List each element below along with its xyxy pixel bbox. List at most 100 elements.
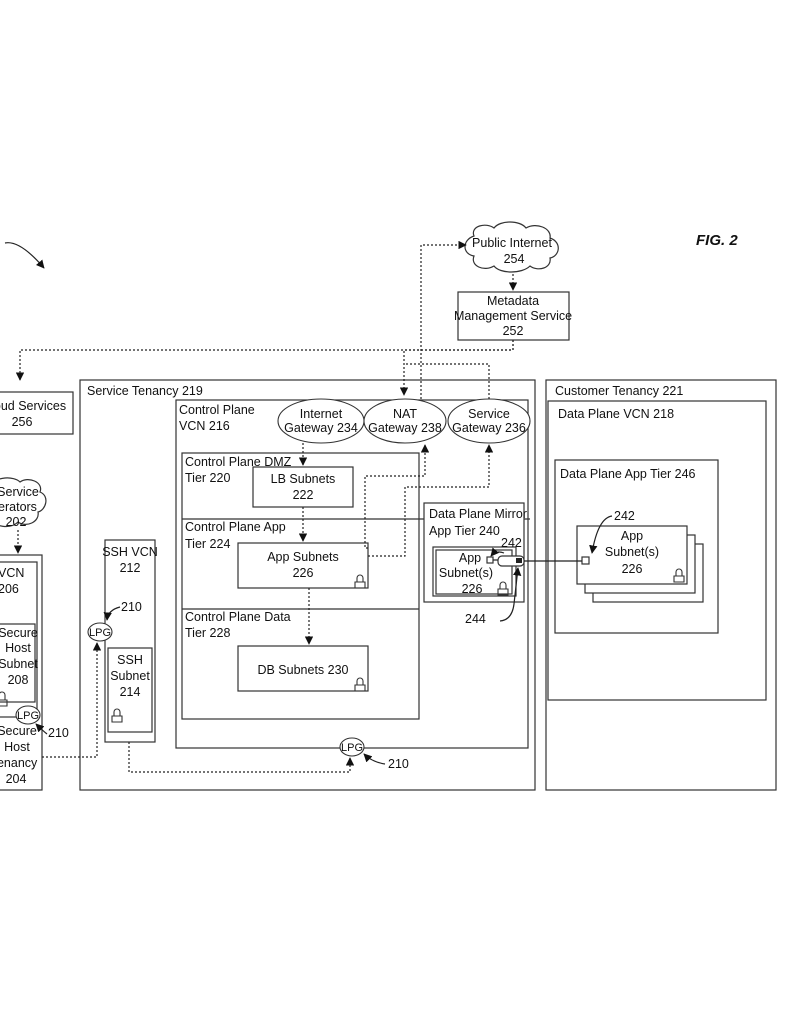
lock-icon xyxy=(0,691,8,707)
ref-244-label: 244 xyxy=(465,612,486,626)
mirror-subnet-line1: App xyxy=(459,551,481,565)
app-tier-line2: Tier 224 xyxy=(185,537,230,551)
lb-subnets-label: LB Subnets xyxy=(271,472,336,486)
app-subnets-ref: 226 xyxy=(293,566,314,580)
connector-metadata-nat xyxy=(399,340,514,396)
service-operators-ref: 202 xyxy=(6,515,27,529)
lpg-ref-arrow xyxy=(103,606,121,621)
connector-app-service-gateway xyxy=(368,444,494,557)
data-tier-line2: Tier 228 xyxy=(185,626,230,640)
db-subnets-label: DB Subnets 230 xyxy=(257,663,348,677)
ssh-subnet-line2: Subnet xyxy=(110,669,150,683)
lock-icon xyxy=(354,574,366,589)
ssh-lpg: LPG xyxy=(87,622,113,642)
lock-icon xyxy=(497,581,509,596)
ssh-subnet-ref: 214 xyxy=(120,685,141,699)
dmz-tier-line2: Tier 220 xyxy=(185,471,230,485)
cloud-services-ref: 256 xyxy=(12,415,33,429)
ref-242-label: 242 xyxy=(501,536,522,550)
lock-icon xyxy=(673,568,685,583)
ref-242-label: 242 xyxy=(614,509,635,523)
mirror-vnic-square xyxy=(486,556,494,564)
data-plane-app-tier-box xyxy=(554,459,719,634)
service-operators-line2: perators xyxy=(0,500,37,514)
cloud-services-box: oud Services 256 xyxy=(0,391,74,435)
service-tenancy-title: Service Tenancy 219 xyxy=(87,384,203,398)
dp-subnet-ref: 226 xyxy=(622,562,643,576)
secure-host-tenancy: VCN 206 Secure Host Subnet 208 Secure Ho… xyxy=(0,554,43,791)
control-plane-vcn-line2: VCN 216 xyxy=(179,419,230,433)
gateway-line1: Service xyxy=(468,407,510,421)
control-plane-vcn-line1: Control Plane xyxy=(179,403,255,417)
lpg-ref-arrow xyxy=(35,723,48,735)
secure-host-subnet-box xyxy=(0,623,36,703)
secure-tenancy-line3: Tenancy xyxy=(0,756,38,770)
ssh-vcn-ref: 212 xyxy=(120,561,141,575)
lpg-ref-label: 210 xyxy=(388,757,409,771)
lpg-label: LPG xyxy=(89,627,111,639)
connector-metadata-cloud-services xyxy=(15,340,514,381)
nat-gateway: NAT Gateway 238 xyxy=(363,398,447,444)
dp-vnic-square xyxy=(581,556,590,565)
lb-subnets-ref: 222 xyxy=(293,488,314,502)
ssh-subnet-line1: SSH xyxy=(117,653,143,667)
mirror-subnet-ref: 226 xyxy=(462,582,483,596)
app-tier-line1: Control Plane App xyxy=(185,520,286,534)
mirror-tier-line1: Data Plane Mirror xyxy=(429,507,527,521)
lpg-ref-label: 210 xyxy=(121,600,142,614)
data-plane-app-subnets: App Subnet(s) 226 xyxy=(576,525,704,603)
service-operators-line1: Service xyxy=(0,485,39,499)
app-subnets-label: App Subnets xyxy=(267,550,339,564)
data-tier-line1: Control Plane Data xyxy=(185,610,291,624)
lock-icon xyxy=(354,677,366,692)
public-internet-ref: 254 xyxy=(504,252,525,266)
figure-reference-arrow xyxy=(4,242,45,269)
secure-vcn-label: VCN xyxy=(0,566,24,580)
dp-subnet-line1: App xyxy=(621,529,643,543)
dmz-tier-line1: Control Plane DMZ xyxy=(185,455,292,469)
secure-host-lpg: LPG xyxy=(15,705,41,725)
control-plane-lpg: LPG xyxy=(339,737,365,757)
lpg-ref-arrow xyxy=(363,753,386,765)
metadata-line1: Metadata xyxy=(487,294,539,308)
db-subnets-box: DB Subnets 230 xyxy=(237,645,369,692)
lpg-ref-label: 210 xyxy=(48,726,69,740)
metadata-management-service-box: Metadata Management Service 252 xyxy=(454,291,572,341)
public-internet-label: Public Internet xyxy=(472,236,552,250)
service-operators-cloud: Service perators 202 xyxy=(0,477,47,529)
cloud-services-label: oud Services xyxy=(0,399,66,413)
public-internet-cloud: Public Internet 254 xyxy=(464,221,559,273)
ref-242-arrow xyxy=(490,547,505,557)
gateway-line2: Gateway 238 xyxy=(368,421,442,435)
mirror-subnet-line2: Subnet(s) xyxy=(439,566,493,580)
dp-subnet-line2: Subnet(s) xyxy=(605,545,659,559)
internet-gateway: Internet Gateway 234 xyxy=(277,398,365,444)
ssh-subnet-box xyxy=(107,647,153,733)
connector-ssh-control-lpg xyxy=(128,742,355,773)
lb-subnets-box: LB Subnets 222 xyxy=(252,466,354,508)
lock-icon xyxy=(111,708,123,723)
app-subnets-box: App Subnets 226 xyxy=(237,542,369,589)
ssh-vcn-label: SSH VCN xyxy=(102,545,158,559)
ref-244-arrow xyxy=(499,567,522,622)
figure-label: FIG. 2 xyxy=(696,232,738,249)
customer-tenancy-title: Customer Tenancy 221 xyxy=(555,384,683,398)
gateway-line1: NAT xyxy=(393,407,417,421)
secure-subnet-ref: 208 xyxy=(8,673,29,687)
gateway-line2: Gateway 234 xyxy=(284,421,358,435)
secure-subnet-line1: Secure xyxy=(0,626,38,640)
lpg-label: LPG xyxy=(17,710,39,722)
secure-tenancy-line1: Secure xyxy=(0,724,37,738)
ref-242-arrow xyxy=(589,515,613,554)
secure-vcn-ref: 206 xyxy=(0,582,19,596)
data-plane-vcn-box xyxy=(547,400,767,701)
control-plane-tiers-box xyxy=(181,452,420,720)
secure-subnet-line2: Host xyxy=(5,641,31,655)
gateway-line2: Gateway 236 xyxy=(452,421,526,435)
connector-nat-internet xyxy=(420,240,467,399)
ssh-vcn: SSH VCN 212 SSH Subnet 214 xyxy=(102,539,158,743)
secure-tenancy-ref: 204 xyxy=(6,772,27,786)
secure-tenancy-line2: Host xyxy=(4,740,30,754)
metadata-line3: 252 xyxy=(503,324,524,338)
